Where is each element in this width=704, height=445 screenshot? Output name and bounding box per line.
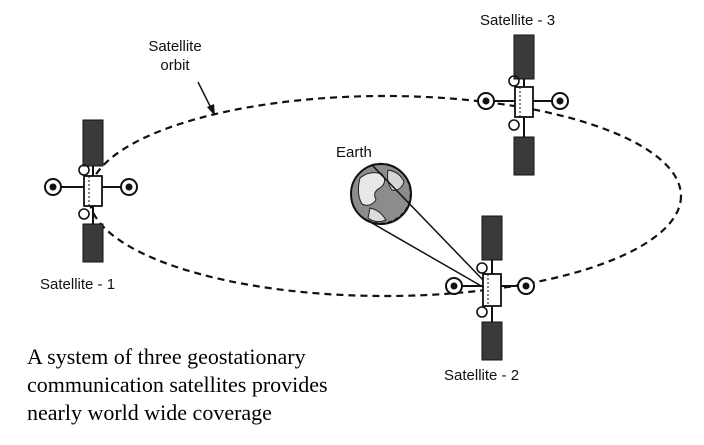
satellite-2-label: Satellite - 2	[444, 367, 520, 384]
caption-line-2: communication satellites provides	[27, 372, 328, 397]
satellite-1-label: Satellite - 1	[40, 276, 116, 293]
figure-caption: A system of three geostationary communic…	[27, 343, 328, 427]
satellite-3-icon	[477, 34, 569, 176]
earth-label: Earth	[336, 144, 372, 161]
satellite-3-label: Satellite - 3	[480, 12, 556, 29]
orbit-label-line1: Satellite	[148, 38, 202, 55]
satellite-2-icon	[445, 215, 535, 361]
caption-line-3: nearly world wide coverage	[27, 400, 272, 425]
orbit-label-line2: orbit	[160, 57, 190, 74]
orbit-pointer-arrow	[197, 81, 215, 116]
orbit-label: Satellite orbit	[130, 37, 220, 75]
satellite-1-icon	[44, 119, 138, 263]
coverage-beam	[364, 162, 484, 288]
caption-line-1: A system of three geostationary	[27, 344, 306, 369]
